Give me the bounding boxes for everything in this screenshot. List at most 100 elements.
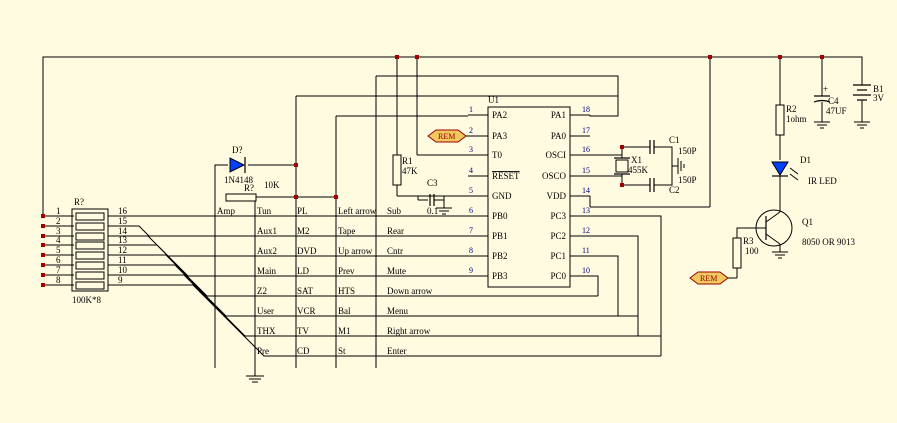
r7-value: 10K xyxy=(264,180,280,190)
matrix-row xyxy=(108,284,661,357)
c3-ref: C3 xyxy=(427,178,438,188)
matrix-row xyxy=(108,244,489,277)
ic-pin-number: 16 xyxy=(582,145,590,154)
ic-u1: U1 1PA22PA33T04RESET5GND6PB07PB18PB29PB3… xyxy=(468,95,590,288)
ic-pin-name: PB0 xyxy=(492,211,508,221)
r3-ref: R3 xyxy=(743,236,754,246)
c4-polarity: + xyxy=(823,84,828,94)
diode-d: D? 1N4148 xyxy=(224,145,253,185)
key-label: Menu xyxy=(387,306,408,316)
key-label: LD xyxy=(297,266,309,276)
rarray-left-pin: 4 xyxy=(56,235,61,245)
rarray-right-pin: 12 xyxy=(118,245,127,255)
junction xyxy=(41,234,45,238)
ic-pin-number: 13 xyxy=(582,206,590,215)
pc0-return xyxy=(590,275,599,296)
rarray-right-pin: 11 xyxy=(118,255,127,265)
x1-ref: X1 xyxy=(631,155,642,165)
rarray-left-pin: 6 xyxy=(56,255,61,265)
ic-pin-number: 8 xyxy=(469,246,473,255)
ic-pin-name: PC3 xyxy=(550,211,566,221)
r7-ref: R? xyxy=(244,183,254,193)
resistor-array-ref: R? xyxy=(74,197,84,207)
rarray-resistor xyxy=(75,281,105,290)
matrix-row xyxy=(108,254,598,297)
matrix-row xyxy=(108,264,638,317)
d1-value: IR LED xyxy=(808,176,837,186)
ic-pin-name: VDD xyxy=(547,191,567,201)
d1-ref: D1 xyxy=(800,155,811,165)
matrix-row xyxy=(108,274,661,337)
r2-value: 1ohm xyxy=(786,114,807,124)
ic-pin-number: 1 xyxy=(469,105,473,114)
r1-ref: R1 xyxy=(402,156,413,166)
ic-pin-name: PC2 xyxy=(550,231,566,241)
q1-value: 8050 OR 9013 xyxy=(802,237,856,247)
ic-pin-name: PA0 xyxy=(551,131,567,141)
rarray-right-pin: 14 xyxy=(118,226,128,236)
rarray-resistor xyxy=(75,232,105,241)
key-label: Tun xyxy=(257,206,272,216)
key-label: SAT xyxy=(297,286,314,296)
c1-value: 150P xyxy=(678,146,697,156)
ic-pin-number: 17 xyxy=(582,126,590,135)
rarray-resistor xyxy=(75,261,105,270)
diode-ref: D? xyxy=(232,145,243,155)
key-label: Left arrow xyxy=(338,206,377,216)
rarray-resistor xyxy=(75,212,105,221)
rarray-body xyxy=(71,208,109,292)
rarray-right-pin: 9 xyxy=(118,275,123,285)
ic-ref: U1 xyxy=(488,95,499,105)
rarray-right-pin: 16 xyxy=(118,206,128,216)
key-label: Mute xyxy=(387,266,406,276)
key-label: CD xyxy=(297,346,310,356)
rarray-right-pin: 15 xyxy=(118,216,128,226)
c1-ref: C1 xyxy=(669,135,680,145)
key-label: Amp xyxy=(217,206,236,216)
r3-value: 100 xyxy=(745,246,759,256)
resistor-array-value: 100K*8 xyxy=(72,295,101,305)
rarray-resistor xyxy=(75,271,105,280)
pc3-return xyxy=(590,215,662,356)
ic-pin-name: PA2 xyxy=(492,110,507,120)
key-label: HTS xyxy=(338,286,355,296)
ic-pin-name: PA1 xyxy=(551,110,566,120)
oscillator: X1 455K C1 150P C2 150P xyxy=(590,135,697,195)
ic-pin-name: OSCI xyxy=(545,150,566,160)
key-label: Z2 xyxy=(257,286,267,296)
rarray-right-pin: 13 xyxy=(118,235,128,245)
key-label: Sub xyxy=(387,206,402,216)
junction xyxy=(41,273,45,277)
ic-pin-number: 7 xyxy=(469,226,473,235)
rarray-resistor xyxy=(75,241,105,250)
rarray-left-pin: 5 xyxy=(56,245,61,255)
key-label: Tape xyxy=(338,226,355,236)
net-label-rem-1-text: REM xyxy=(438,132,455,141)
matrix-row xyxy=(108,225,489,237)
resistor-r7: R? 10K xyxy=(225,180,280,202)
key-label: Aux2 xyxy=(257,246,277,256)
key-label: St xyxy=(338,346,346,356)
net-label-rem-1: REM xyxy=(427,129,488,143)
key-label: TV xyxy=(297,326,309,336)
ic-pin-name: T0 xyxy=(492,150,502,160)
key-label: Right arrow xyxy=(387,326,431,336)
rarray-left-pin: 1 xyxy=(56,206,61,216)
ic-pin-number: 9 xyxy=(469,266,473,275)
power-rail xyxy=(42,55,863,216)
junction xyxy=(41,214,45,218)
key-label: Main xyxy=(257,266,276,276)
key-label: Enter xyxy=(387,346,407,356)
key-label: Down arrow xyxy=(387,286,433,296)
key-label: THX xyxy=(257,326,276,336)
b1-value: 3V xyxy=(873,93,885,103)
rarray-left-pin: 7 xyxy=(56,265,61,275)
junction xyxy=(41,263,45,267)
ic-pin-number: 12 xyxy=(582,226,590,235)
rarray-resistor xyxy=(75,222,105,231)
ic-pin-name: PC0 xyxy=(550,271,566,281)
diode-value: 1N4148 xyxy=(224,175,253,185)
